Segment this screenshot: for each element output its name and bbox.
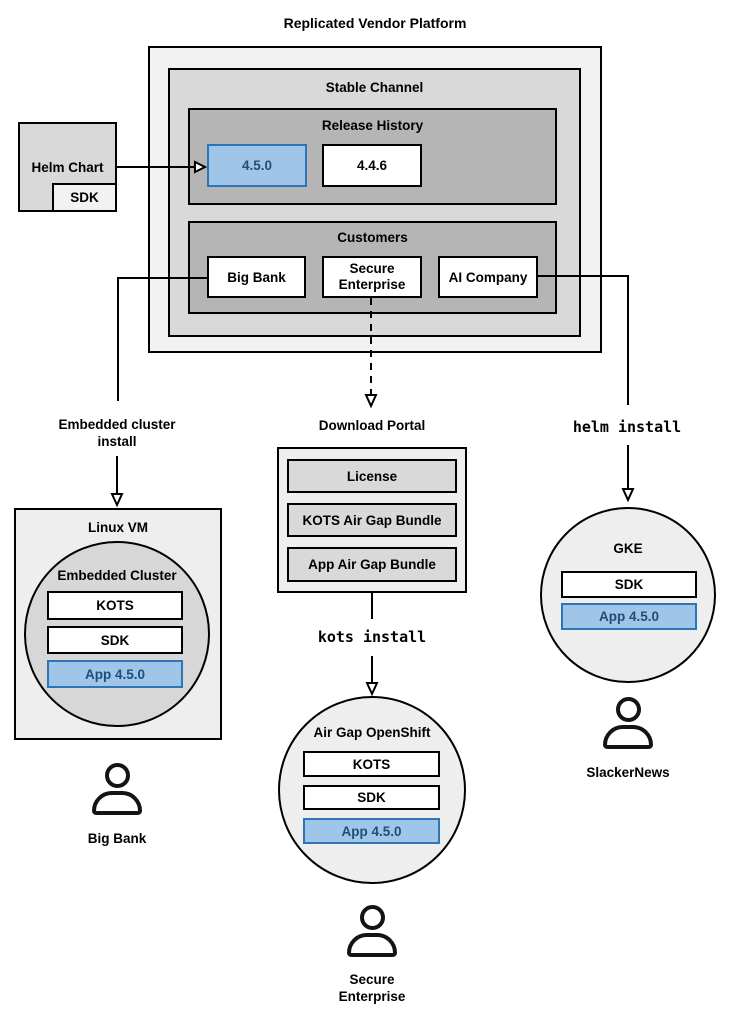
component-box-sdk: SDK xyxy=(303,785,440,810)
linux-vm-title: Linux VM xyxy=(88,520,148,535)
user-torso xyxy=(603,725,653,749)
component-box-app: App 4.5.0 xyxy=(303,818,440,844)
component-box-kots: KOTS xyxy=(303,751,440,777)
user-label: Secure Enterprise xyxy=(338,972,406,1004)
release-history-title: Release History xyxy=(321,118,424,133)
user-head xyxy=(359,905,385,930)
user-icon xyxy=(87,763,147,815)
user-label: SlackerNews xyxy=(586,765,670,780)
download-portal-title: Download Portal xyxy=(318,418,426,433)
customers-title: Customers xyxy=(337,230,408,245)
component-box-app: App 4.5.0 xyxy=(47,660,183,688)
component-box-sdk: SDK xyxy=(561,571,697,598)
portal-item-kots-bundle: KOTS Air Gap Bundle xyxy=(287,503,457,537)
component-box-app: App 4.5.0 xyxy=(561,603,697,630)
user-head xyxy=(104,763,130,788)
helm-chart-label: Helm Chart xyxy=(31,160,104,175)
release-version-box: 4.4.6 xyxy=(322,144,422,187)
helm-install-label: helm install xyxy=(572,418,682,436)
portal-item-app-bundle: App Air Gap Bundle xyxy=(287,547,457,582)
customer-box: Big Bank xyxy=(207,256,306,298)
component-box-kots: KOTS xyxy=(47,591,183,620)
diagram-title: Replicated Vendor Platform xyxy=(283,15,467,31)
customer-box: Secure Enterprise xyxy=(322,256,422,298)
portal-item-license: License xyxy=(287,459,457,493)
user-icon xyxy=(342,905,402,957)
airgap-openshift-title: Air Gap OpenShift xyxy=(313,725,431,740)
embedded-install-label: Embedded cluster install xyxy=(58,417,176,449)
gke-title: GKE xyxy=(613,541,643,556)
component-box-sdk: SDK xyxy=(47,626,183,654)
user-label: Big Bank xyxy=(87,831,147,846)
customer-box: AI Company xyxy=(438,256,538,298)
kots-install-label: kots install xyxy=(317,628,427,646)
user-torso xyxy=(92,791,142,815)
release-version-box: 4.5.0 xyxy=(207,144,307,187)
user-icon xyxy=(598,697,658,749)
embedded-cluster-title: Embedded Cluster xyxy=(57,568,177,583)
user-head xyxy=(615,697,641,722)
user-torso xyxy=(347,933,397,957)
stable-channel-title: Stable Channel xyxy=(325,80,424,95)
helm-chart-sdk-box: SDK xyxy=(52,183,117,212)
